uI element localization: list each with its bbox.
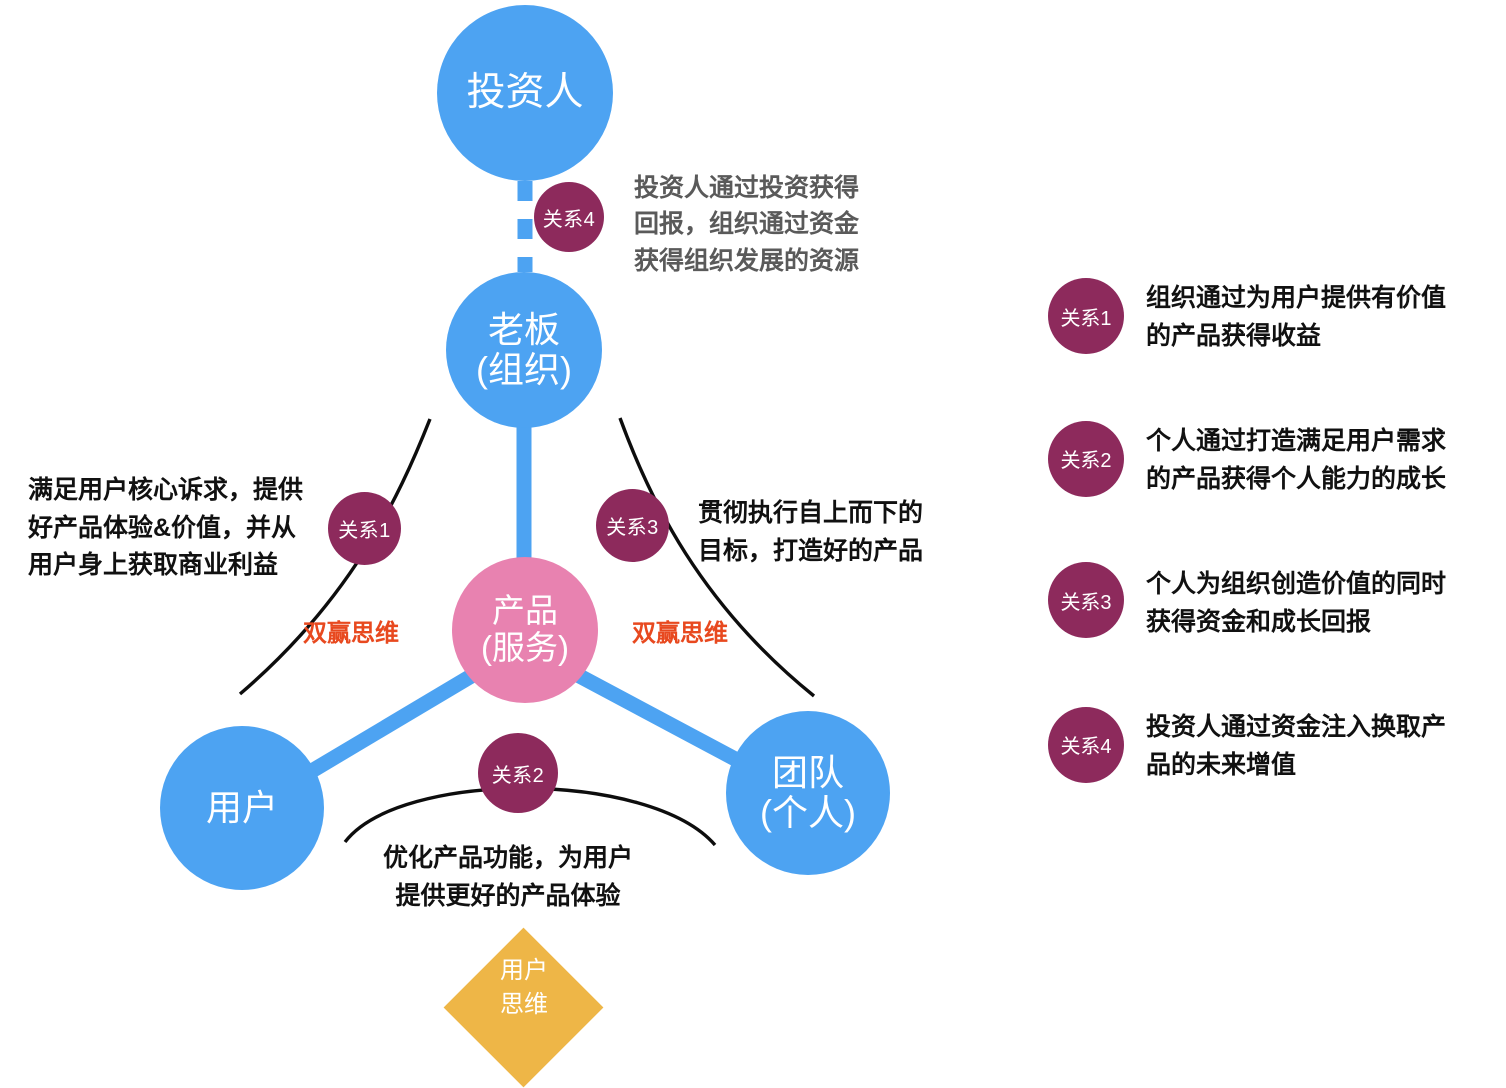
- relation-legend: 关系1 组织通过为用户提供有价值的产品获得收益 关系2 个人通过打造满足用户需求…: [1048, 278, 1478, 848]
- legend-item[interactable]: 关系3 个人为组织创造价值的同时获得资金和成长回报: [1048, 562, 1478, 641]
- annotation-relation-4: 投资人通过投资获得 回报，组织通过资金 获得组织发展的资源: [634, 174, 860, 275]
- node-user[interactable]: 用户: [160, 726, 324, 890]
- relation-badge-3[interactable]: 关系3: [596, 489, 669, 562]
- relation-badge-2-label: 关系2: [491, 764, 545, 787]
- user-mindset-diamond[interactable]: 用户 思维: [443, 927, 604, 1088]
- node-boss-label-line1: 老板: [487, 308, 560, 350]
- legend-badge-4: 关系4: [1048, 706, 1124, 783]
- legend-item[interactable]: 关系1 组织通过为用户提供有价值的产品获得收益: [1048, 278, 1478, 355]
- node-user-label: 用户: [205, 786, 278, 828]
- annotation-relation-1: 满足用户核心诉求，提供 好产品体验&价值，并从 用户身上获取商业利益: [28, 476, 304, 579]
- relation-badge-2[interactable]: 关系2: [478, 733, 558, 813]
- legend-badge-1: 关系1: [1048, 278, 1124, 354]
- link-product-team: [568, 665, 756, 775]
- legend-badge-1-label: 关系1: [1060, 307, 1112, 330]
- node-product-label-line1: 产品: [492, 592, 558, 630]
- node-investor[interactable]: 投资人: [437, 5, 613, 181]
- legend-badge-2: 关系2: [1048, 420, 1124, 497]
- diamond-label: 用户 思维: [500, 957, 548, 1019]
- relation-badge-4[interactable]: 关系4: [534, 182, 604, 252]
- label-winwin-right: 双赢思维: [632, 620, 728, 647]
- node-team-label-line2: (个人): [760, 792, 856, 833]
- node-boss-organization[interactable]: 老板 (组织): [446, 272, 602, 428]
- legend-badge-2-label: 关系2: [1060, 450, 1112, 472]
- legend-badge-3-label: 关系3: [1060, 591, 1112, 614]
- relation-badge-3-label: 关系3: [606, 517, 659, 539]
- node-boss-label-line2: (组织): [476, 349, 572, 390]
- legend-item[interactable]: 关系4 投资人通过资金注入换取产品的未来增值: [1048, 705, 1478, 784]
- annotation-relation-3: 贯彻执行自上而下的 目标，打造好的产品: [698, 499, 924, 565]
- node-product-label-line2: (服务): [481, 629, 569, 666]
- node-team-individual[interactable]: 团队 (个人): [726, 711, 890, 875]
- legend-text-3: 个人为组织创造价值的同时获得资金和成长回报: [1146, 570, 1447, 636]
- node-team-label-line1: 团队: [771, 751, 844, 793]
- legend-badge-3: 关系3: [1048, 562, 1124, 638]
- legend-text-4: 投资人通过资金注入换取产品的未来增值: [1146, 713, 1447, 779]
- annotation-relation-2: 优化产品功能，为用户 提供更好的产品体验: [383, 844, 634, 910]
- node-product-service[interactable]: 产品 (服务): [452, 557, 598, 703]
- node-investor-label: 投资人: [466, 71, 584, 115]
- relation-badge-4-label: 关系4: [542, 208, 596, 231]
- legend-badge-4-label: 关系4: [1060, 736, 1112, 758]
- label-winwin-left: 双赢思维: [303, 620, 399, 647]
- relation-badge-1[interactable]: 关系1: [328, 492, 401, 565]
- legend-text-2: 个人通过打造满足用户需求的产品获得个人能力的成长: [1146, 427, 1447, 493]
- legend-text-1: 组织通过为用户提供有价值的产品获得收益: [1146, 284, 1447, 350]
- link-product-user: [296, 665, 482, 785]
- legend-item[interactable]: 关系2 个人通过打造满足用户需求的产品获得个人能力的成长: [1048, 419, 1478, 498]
- relation-badge-1-label: 关系1: [338, 520, 391, 542]
